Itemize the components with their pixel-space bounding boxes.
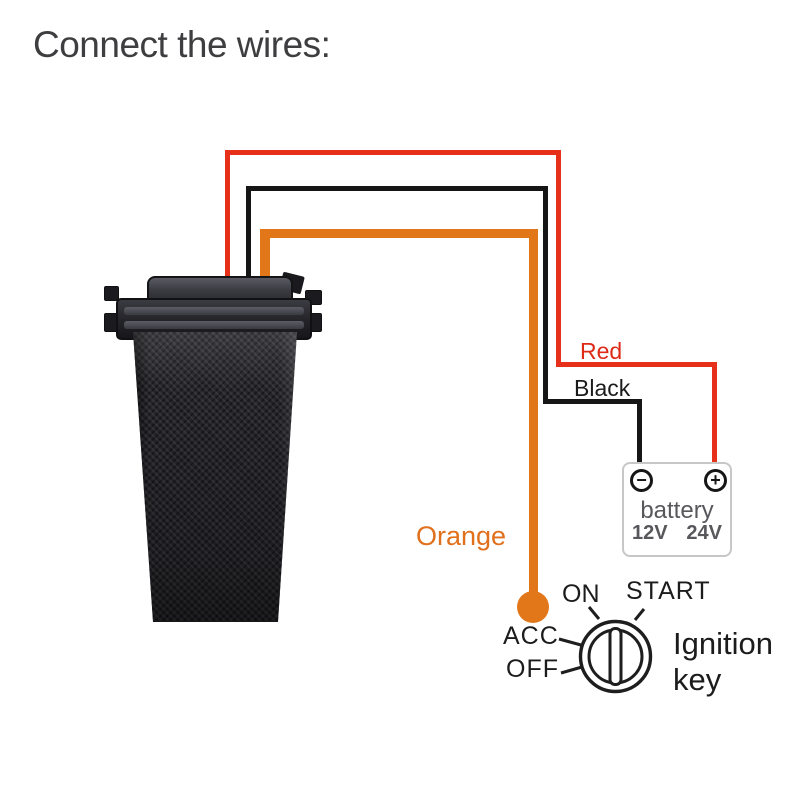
black-wire-segment bbox=[637, 399, 642, 465]
black-wire-segment bbox=[246, 186, 548, 191]
ignition-tick-acc bbox=[558, 637, 582, 647]
ignition-tick-start bbox=[633, 608, 646, 621]
gps-tracker-device bbox=[104, 271, 328, 626]
orange-wire-label: Orange bbox=[416, 521, 507, 551]
red-wire-segment bbox=[556, 362, 717, 367]
black-wire-segment bbox=[543, 186, 548, 404]
ignition-key-label: Ignition key bbox=[673, 626, 773, 698]
black-wire-segment bbox=[543, 399, 642, 404]
orange-wire-segment bbox=[529, 229, 538, 601]
battery-voltage-12v: 12V bbox=[632, 522, 668, 544]
ignition-position-start: START bbox=[626, 577, 711, 605]
ignition-position-acc: ACC bbox=[503, 622, 559, 650]
red-wire-segment bbox=[225, 150, 230, 282]
red-wire-segment bbox=[556, 150, 561, 367]
ignition-position-on: ON bbox=[562, 580, 600, 608]
battery-negative-terminal: − bbox=[630, 469, 653, 492]
ignition-tick-off bbox=[560, 665, 583, 675]
battery-box: − + battery 12V 24V bbox=[622, 462, 732, 557]
minus-icon: − bbox=[636, 469, 647, 490]
red-wire-segment bbox=[225, 150, 561, 155]
collar-ridge bbox=[124, 321, 304, 329]
ignition-key-label-line2: key bbox=[673, 662, 722, 697]
page-title: Connect the wires: bbox=[33, 24, 331, 65]
black-wire-label: Black bbox=[574, 375, 631, 401]
red-wire-label: Red bbox=[580, 338, 623, 364]
black-wire-segment bbox=[246, 186, 251, 282]
tracker-body bbox=[133, 332, 297, 622]
ignition-tick-on bbox=[587, 606, 601, 620]
tracker-side-tab bbox=[104, 286, 119, 301]
red-wire-segment bbox=[712, 362, 717, 465]
battery-voltage-24v: 24V bbox=[686, 522, 722, 544]
battery-positive-terminal: + bbox=[704, 469, 727, 492]
battery-voltages: 12V 24V bbox=[624, 522, 730, 545]
orange-wire-segment bbox=[260, 229, 538, 238]
ignition-switch-graphic bbox=[558, 606, 653, 694]
ignition-position-off: OFF bbox=[506, 655, 559, 683]
plus-icon: + bbox=[710, 469, 721, 490]
collar-ridge bbox=[124, 307, 304, 315]
key-slot bbox=[608, 627, 623, 686]
orange-wire-segment bbox=[260, 231, 270, 283]
battery-label: battery bbox=[640, 497, 714, 524]
orange-wire-terminal-dot bbox=[517, 591, 549, 623]
ignition-key-label-line1: Ignition bbox=[673, 626, 773, 661]
